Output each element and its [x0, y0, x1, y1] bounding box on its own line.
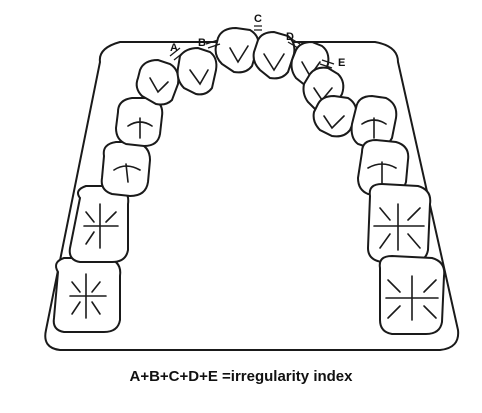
left-lateral-incisor [178, 48, 217, 94]
label-d: D [286, 31, 294, 43]
left-premolar-1 [102, 142, 150, 196]
right-premolar-1 [314, 96, 357, 136]
left-molar-1 [54, 258, 121, 332]
left-premolar-2 [116, 98, 162, 146]
label-e: E [338, 57, 345, 69]
label-a: A [170, 42, 178, 54]
label-b: B [198, 37, 206, 49]
irregularity-index-caption: A+B+C+D+E =irregularity index [0, 368, 482, 385]
label-c: C [254, 13, 262, 25]
left-molar-2 [70, 186, 129, 262]
right-molar-3 [380, 256, 445, 334]
right-molar-2 [368, 184, 430, 262]
